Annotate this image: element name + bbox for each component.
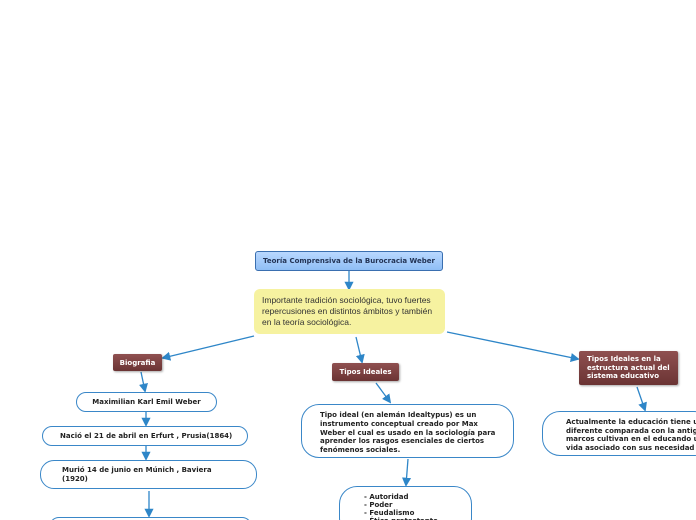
subtopic-tipo-ideal-definicion[interactable]: Tipo ideal (en alemán Idealtypus) es un … <box>301 404 514 458</box>
link-definicion-lista <box>402 458 412 487</box>
subtopic-nombre[interactable]: Maximilian Karl Emil Weber <box>76 392 217 412</box>
subtopic-tipos-lista[interactable]: - Autoridad - Poder - Feudalismo - Ética… <box>339 486 472 520</box>
topic-tipos-ideales-label: Tipos Ideales <box>339 368 392 376</box>
link-biografia-nombre <box>139 371 148 393</box>
link-note-sistema <box>446 331 580 362</box>
link-tipos-definicion <box>375 382 392 404</box>
link-sistema-texto <box>636 386 647 412</box>
root-description-note[interactable]: Importante tradición sociológica, tuvo f… <box>254 289 445 334</box>
subtopic-nacimiento[interactable]: Nació el 21 de abril en Erfurt , Prusia(… <box>42 426 248 446</box>
topic-biografia-label: Biografia <box>119 358 156 367</box>
topic-sistema-educativo[interactable]: Tipos Ideales en la estructura actual de… <box>579 351 678 385</box>
link-note-tipos <box>355 336 365 364</box>
root-topic[interactable]: Teoría Comprensiva de la Burocracia Webe… <box>255 251 443 271</box>
subtopic-nacimiento-label: Nació el 21 de abril en Erfurt , Prusia(… <box>60 432 233 440</box>
topic-tipos-ideales[interactable]: Tipos Ideales <box>332 363 399 381</box>
subtopic-nombre-label: Maximilian Karl Emil Weber <box>92 398 201 406</box>
subtopic-muerte[interactable]: Murió 14 de junio en Múnich , Baviera (1… <box>40 460 257 489</box>
link-note-biografia <box>161 335 255 361</box>
root-topic-label: Teoría Comprensiva de la Burocracia Webe… <box>263 257 435 265</box>
topic-biografia[interactable]: Biografia <box>113 354 162 371</box>
subtopic-educacion-actual[interactable]: Actualmente la educación tiene u diferen… <box>542 411 696 456</box>
